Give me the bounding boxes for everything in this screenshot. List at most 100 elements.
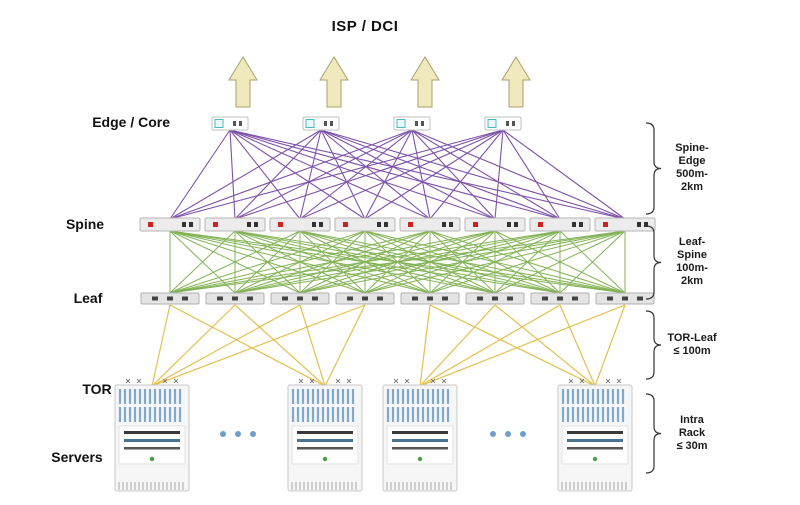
spine-switch — [204, 217, 266, 232]
spine-leaf-link — [364, 230, 626, 294]
ellipsis-dot-icon — [505, 431, 511, 437]
leaf-tor-link — [419, 304, 561, 387]
edge-device-port-icon — [396, 119, 406, 128]
spine-led-icon — [343, 222, 348, 227]
spine-port-icon — [319, 222, 323, 227]
leaf-port-icon — [492, 296, 498, 301]
server-unit-icon — [567, 447, 623, 450]
curly-brace-icon — [645, 122, 662, 215]
edge-spine-link — [229, 129, 496, 220]
curly-brace-icon — [645, 225, 662, 300]
edge-spine-link — [229, 129, 366, 220]
leaf-port-icon — [607, 296, 613, 301]
edge-spine-link — [320, 129, 496, 220]
edge-device-port-icon — [487, 119, 497, 128]
edge-spine-link — [234, 129, 322, 220]
spine-port-icon — [384, 222, 388, 227]
server-unit-icon — [392, 447, 448, 450]
leaf-tor-link — [151, 304, 236, 387]
spine-leaf-link — [169, 230, 626, 294]
annotation-leaf-spine: Leaf- Spine 100m- 2km — [676, 236, 708, 287]
spine-led-icon — [603, 222, 608, 227]
spine-port-icon — [247, 222, 251, 227]
rack-top-mark-icon — [346, 378, 352, 384]
leaf-switch — [530, 292, 590, 305]
spine-port-icon — [189, 222, 193, 227]
leaf-tor-link — [559, 304, 596, 387]
spine-switch — [464, 217, 526, 232]
annotation-spine-edge: Spine- Edge 500m- 2km — [675, 142, 709, 193]
spine-port-icon — [572, 222, 576, 227]
spine-port-icon — [507, 222, 511, 227]
edge-spine-link — [299, 129, 504, 220]
isp-dci-title: ISP / DCI — [331, 18, 399, 35]
edge-device-led-icon — [415, 121, 418, 126]
edge-spine-link — [364, 129, 413, 220]
server-unit-icon — [297, 439, 353, 442]
edge-spine-link — [234, 129, 504, 220]
edge-spine-link — [411, 129, 626, 220]
spine-leaf-link — [234, 230, 626, 294]
spine-port-icon — [514, 222, 518, 227]
leaf-switch — [595, 292, 655, 305]
leaf-tor-links — [151, 304, 626, 387]
leaf-switch — [335, 292, 395, 305]
spine-port-icon — [182, 222, 186, 227]
leaf-port-icon — [427, 296, 433, 301]
spine-leaf-link — [169, 230, 236, 294]
spine-leaf-link — [429, 230, 626, 294]
edge-spine-link — [229, 129, 301, 220]
spine-switch — [399, 217, 461, 232]
uplink-arrow-icon — [319, 56, 349, 108]
leaf-tor-link — [419, 304, 496, 387]
spine-port-icon — [442, 222, 446, 227]
uplink-arrow-icon — [228, 56, 258, 108]
edge-spine-link — [234, 129, 413, 220]
uplink-arrows — [228, 56, 531, 108]
leaf-port-icon — [167, 296, 173, 301]
annotation-tor-leaf: TOR-Leaf ≤ 100m — [667, 332, 717, 357]
edge-device-led-icon — [233, 121, 236, 126]
server-unit-icon — [392, 431, 448, 434]
spine-chassis — [139, 217, 201, 232]
edge-spine-link — [229, 129, 431, 220]
rack-top-mark-icon — [335, 378, 341, 384]
rack-ellipsis — [220, 431, 526, 437]
leaf-switch — [205, 292, 265, 305]
edge-spine-link — [169, 129, 231, 220]
rack-top-mark-icon — [309, 378, 315, 384]
leaf-tor-link — [419, 304, 431, 387]
distance-brackets — [645, 122, 662, 474]
spine-switch — [594, 217, 656, 232]
leaf-row — [140, 292, 655, 305]
spine-port-icon — [644, 222, 648, 227]
leaf-tor-link — [299, 304, 326, 387]
spine-chassis — [204, 217, 266, 232]
spine-switch — [139, 217, 201, 232]
edge-core-row — [211, 116, 522, 131]
leaf-port-icon — [297, 296, 303, 301]
leaf-switch — [400, 292, 460, 305]
leaf-tor-link — [151, 304, 366, 387]
leaf-switch — [140, 292, 200, 305]
spine-chassis — [529, 217, 591, 232]
edge-spine-link — [320, 129, 366, 220]
edge-spine-link — [229, 129, 236, 220]
rack-top-mark-icon — [441, 378, 447, 384]
server-unit-icon — [567, 431, 623, 434]
rack-led-icon — [149, 456, 155, 462]
spine-port-icon — [637, 222, 641, 227]
curly-brace-icon — [645, 310, 662, 380]
edge-device-port-icon — [305, 119, 315, 128]
server-unit-icon — [392, 439, 448, 442]
rack-led-icon — [417, 456, 423, 462]
leaf-port-icon — [477, 296, 483, 301]
rack-led-icon — [592, 456, 598, 462]
rack-top-mark-icon — [173, 378, 179, 384]
leaf-port-icon — [232, 296, 238, 301]
leaf-tor-link — [594, 304, 626, 387]
leaf-port-icon — [247, 296, 253, 301]
rack-top-mark-icon — [404, 378, 410, 384]
edge-spine-link — [320, 129, 561, 220]
